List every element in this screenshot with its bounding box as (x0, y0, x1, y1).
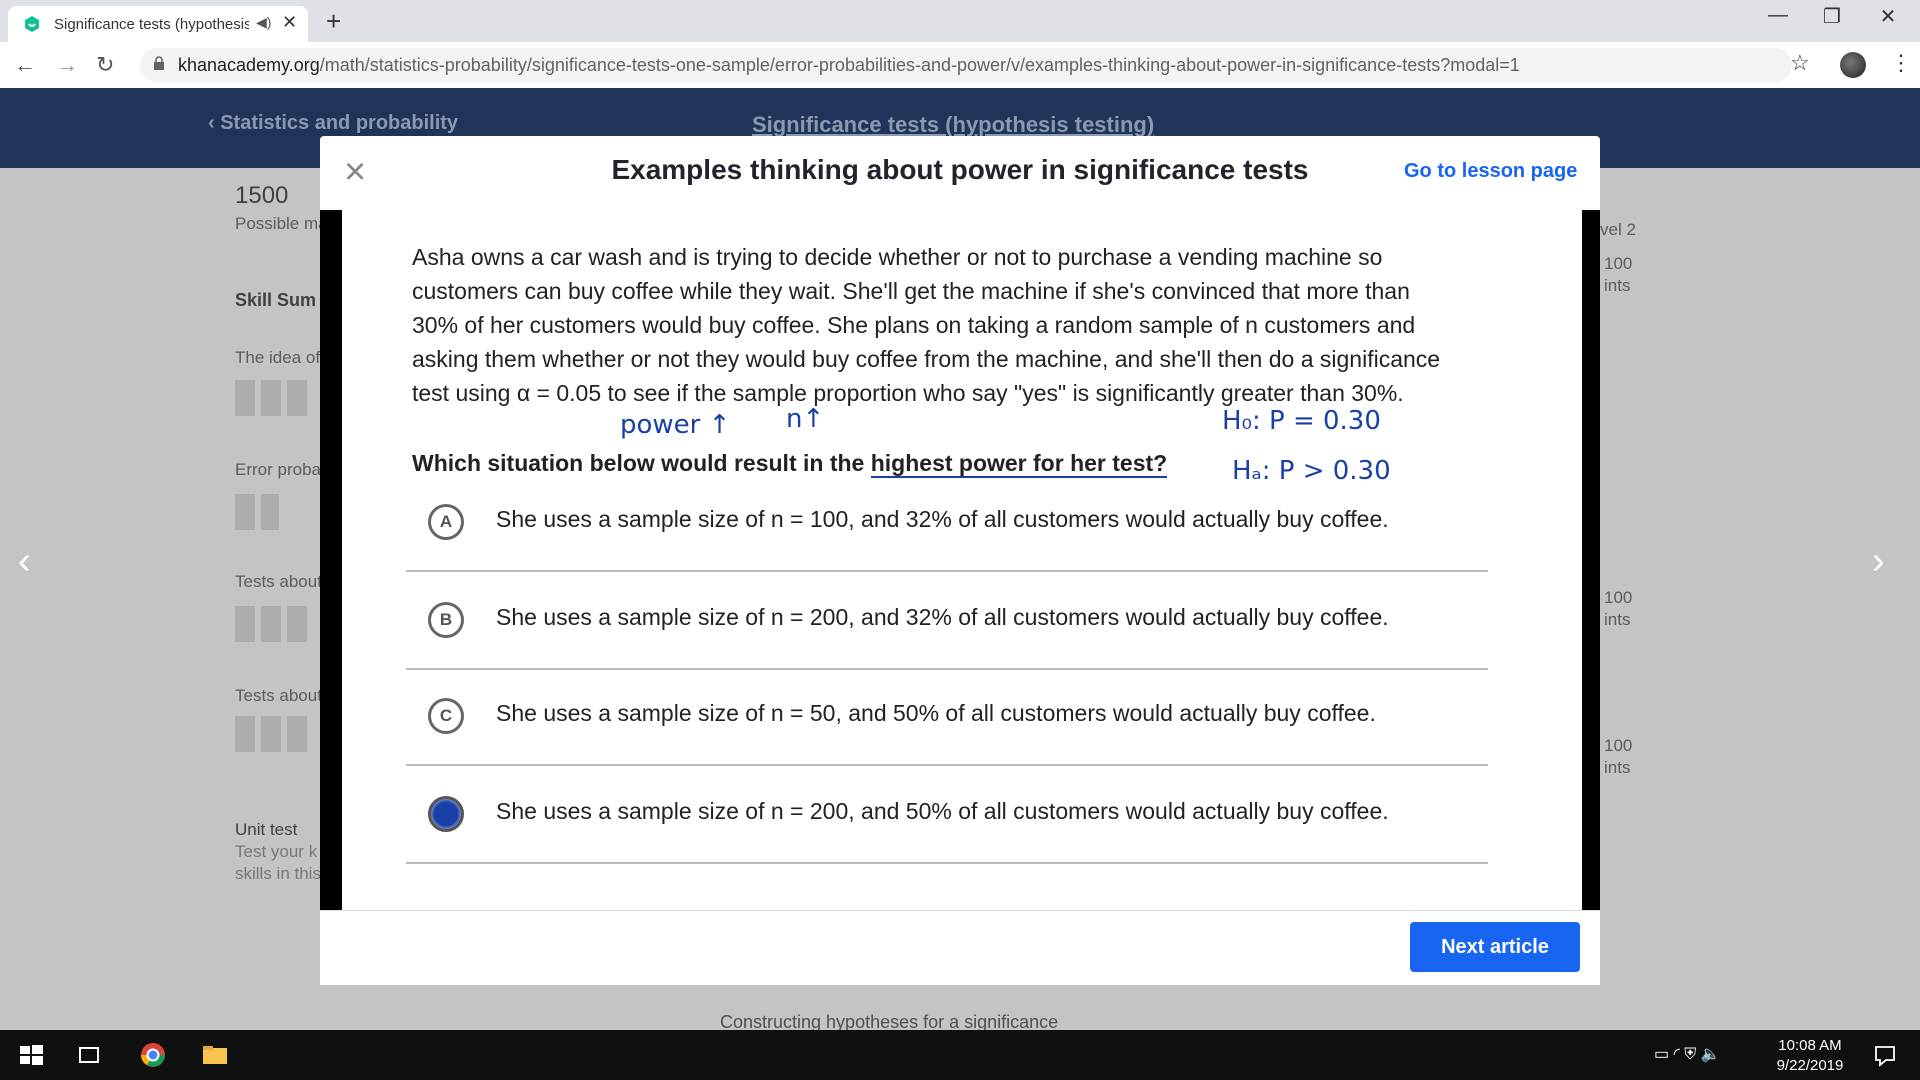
maximize-button[interactable]: ❐ (1823, 6, 1841, 28)
unit-test-desc: Test your k (235, 842, 318, 861)
clock-time: 10:08 AM (1778, 1037, 1842, 1054)
unit-progress (235, 606, 307, 642)
browser-tab[interactable]: Significance tests (hypothesis testing) … (8, 6, 308, 42)
handwritten-ha: Hₐ: P > 0.30 (1232, 456, 1391, 486)
choice-text: She uses a sample size of n = 100, and 3… (496, 506, 1389, 532)
unit-test-title[interactable]: Unit test (235, 820, 298, 839)
back-arrow-icon[interactable]: ← (14, 52, 36, 77)
chevron-right-icon[interactable]: › (1872, 540, 1885, 582)
skill-summary: Skill Sum (235, 290, 317, 310)
clock-date: 9/22/2019 (1776, 1057, 1844, 1074)
handwritten-power: power ↑ (620, 410, 731, 440)
windows-taskbar (0, 1030, 1920, 1080)
minimize-button[interactable]: — (1768, 4, 1788, 26)
modal-footer (320, 910, 1600, 985)
choice-c[interactable]: C She uses a sample size of n = 50, and … (406, 668, 1488, 766)
chrome-menu-icon[interactable]: ⋮ (1890, 50, 1912, 75)
tab-close-icon[interactable]: ✕ (282, 12, 298, 32)
unit-label[interactable]: Tests about (235, 686, 322, 705)
unit-label[interactable]: The idea of (235, 348, 321, 367)
choice-letter[interactable]: D (428, 796, 464, 832)
address-bar[interactable] (140, 48, 1792, 82)
tab-strip (0, 0, 1920, 42)
unit-label[interactable]: Tests about (235, 572, 322, 591)
choice-letter[interactable]: B (428, 602, 464, 638)
unit-progress (235, 494, 279, 530)
tab-title: Significance tests (hypothesis testing) (54, 16, 249, 33)
points-label: 100 (1604, 254, 1633, 273)
level-label: vel 2 (1600, 220, 1636, 239)
unit-test-desc: skills in this (235, 864, 321, 883)
next-article-button[interactable]: Next article (1410, 922, 1580, 972)
course-title[interactable]: Significance tests (hypothesis testing) (752, 112, 1155, 137)
handwritten-h0: H₀: P = 0.30 (1222, 406, 1381, 436)
windows-start-icon[interactable] (16, 1040, 46, 1070)
choice-d[interactable]: D She uses a sample size of n = 200, and… (406, 766, 1488, 864)
unit-progress (235, 716, 307, 752)
notification-icon[interactable] (1870, 1040, 1900, 1070)
choice-letter[interactable]: A (428, 504, 464, 540)
points-label: 100 (1604, 736, 1633, 755)
choice-b[interactable]: B She uses a sample size of n = 200, and… (406, 572, 1488, 670)
new-tab-button[interactable]: + (326, 6, 342, 36)
bookmark-star-icon[interactable]: ☆ (1790, 50, 1810, 75)
video-frame[interactable] (342, 210, 1582, 910)
close-icon[interactable]: × (344, 151, 367, 193)
next-lesson-item[interactable]: Constructing hypotheses for a significan… (720, 1012, 1059, 1032)
points-label: ints (1604, 610, 1631, 629)
choice-letter[interactable]: C (428, 698, 464, 734)
reload-icon[interactable]: ↻ (96, 52, 115, 77)
unit-label[interactable]: Error proba (235, 460, 321, 479)
points-label: 100 (1604, 588, 1633, 607)
points-label: ints (1604, 758, 1631, 777)
taskbar-clock[interactable]: 10:08 AM 9/22/2019 (1760, 1036, 1860, 1076)
system-tray-icons[interactable]: ▭ ◜ ⛨ 🔈 (1654, 1046, 1721, 1063)
choice-a[interactable]: A She uses a sample size of n = 100, and… (406, 474, 1488, 572)
speaker-icon[interactable]: ◀) (256, 14, 272, 30)
handwritten-n: n↑ (786, 404, 825, 434)
url-text[interactable]: khanacademy.org/math/statistics-probabil… (178, 55, 1520, 75)
breadcrumb-back[interactable]: ‹ Statistics and probability (208, 112, 459, 134)
file-explorer-icon[interactable] (200, 1040, 230, 1070)
task-view-icon[interactable] (74, 1040, 104, 1070)
unit-progress (235, 380, 307, 416)
lock-icon (154, 56, 164, 70)
problem-text: Asha owns a car wash and is trying to de… (412, 244, 1441, 406)
profile-avatar[interactable] (1840, 52, 1866, 78)
go-to-lesson-link[interactable]: Go to lesson page (1404, 160, 1578, 182)
mastery-points: 1500 (235, 182, 289, 209)
choice-text: She uses a sample size of n = 200, and 3… (496, 604, 1389, 630)
chrome-icon[interactable] (138, 1040, 168, 1070)
choice-text: She uses a sample size of n = 50, and 50… (496, 700, 1376, 726)
mastery-sub: Possible ma (235, 214, 328, 233)
forward-arrow-icon[interactable]: → (56, 52, 78, 77)
question-text: Which situation below would result in th… (412, 450, 1168, 478)
modal-title: Examples thinking about power in signifi… (611, 154, 1309, 185)
points-label: ints (1604, 276, 1631, 295)
choice-text: She uses a sample size of n = 200, and 5… (496, 798, 1389, 824)
chevron-left-icon[interactable]: ‹ (18, 540, 31, 582)
window-close-button[interactable]: ✕ (1879, 6, 1897, 28)
khan-academy-favicon-icon (25, 16, 39, 32)
